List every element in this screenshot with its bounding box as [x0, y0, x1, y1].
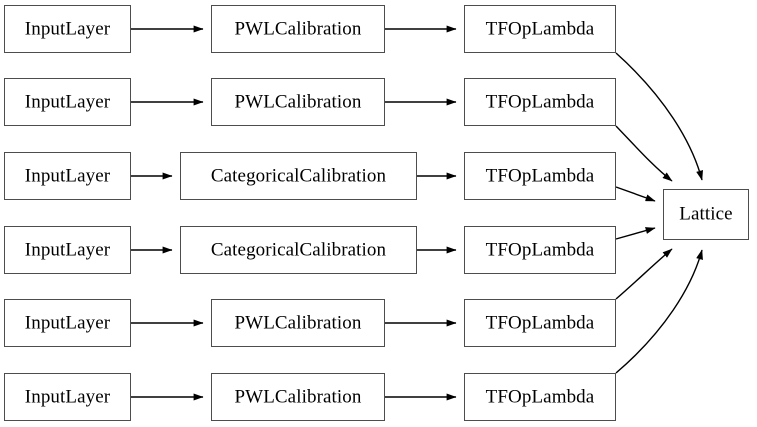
graph-node-label: InputLayer: [24, 239, 111, 260]
graph-node-calib_3[interactable]: CategoricalCalibration: [180, 152, 417, 200]
graph-node-label: CategoricalCalibration: [210, 239, 387, 260]
graph-node-label: InputLayer: [24, 165, 111, 186]
graph-node-calib_4[interactable]: CategoricalCalibration: [180, 226, 417, 274]
graph-node-label: PWLCalibration: [234, 91, 362, 112]
graph-node-label: PWLCalibration: [234, 386, 362, 407]
graph-edge: [615, 125, 673, 182]
graph-node-label: PWLCalibration: [234, 312, 362, 333]
graph-node-label: TFOpLambda: [485, 386, 595, 407]
graph-node-label: TFOpLambda: [485, 239, 595, 260]
graph-node-input_6[interactable]: InputLayer: [4, 373, 131, 421]
graph-node-label: Lattice: [679, 203, 733, 225]
graph-node-label: PWLCalibration: [234, 18, 362, 39]
graph-node-lambda_1[interactable]: TFOpLambda: [464, 5, 616, 53]
graph-edge: [615, 52, 703, 181]
graph-node-calib_5[interactable]: PWLCalibration: [211, 299, 385, 347]
graph-edge: [615, 248, 673, 300]
graph-node-label: InputLayer: [24, 386, 111, 407]
graph-node-input_1[interactable]: InputLayer: [4, 5, 131, 53]
graph-node-label: TFOpLambda: [485, 91, 595, 112]
graph-node-label: InputLayer: [24, 312, 111, 333]
graph-node-calib_6[interactable]: PWLCalibration: [211, 373, 385, 421]
graph-node-input_3[interactable]: InputLayer: [4, 152, 131, 200]
graph-node-label: TFOpLambda: [485, 312, 595, 333]
graph-node-calib_2[interactable]: PWLCalibration: [211, 78, 385, 126]
graph-node-lambda_2[interactable]: TFOpLambda: [464, 78, 616, 126]
graph-node-lattice[interactable]: Lattice: [663, 189, 749, 240]
graph-node-lambda_5[interactable]: TFOpLambda: [464, 299, 616, 347]
graph-node-input_5[interactable]: InputLayer: [4, 299, 131, 347]
graph-edge: [615, 186, 656, 202]
graph-node-label: CategoricalCalibration: [210, 165, 387, 186]
graph-node-label: InputLayer: [24, 18, 111, 39]
graph-edge: [615, 227, 656, 240]
graph-edge: [615, 249, 703, 374]
graph-node-lambda_4[interactable]: TFOpLambda: [464, 226, 616, 274]
graph-node-calib_1[interactable]: PWLCalibration: [211, 5, 385, 53]
graph-node-input_2[interactable]: InputLayer: [4, 78, 131, 126]
graph-node-label: TFOpLambda: [485, 18, 595, 39]
graph-node-input_4[interactable]: InputLayer: [4, 226, 131, 274]
graph-node-label: InputLayer: [24, 91, 111, 112]
graph-node-lambda_3[interactable]: TFOpLambda: [464, 152, 616, 200]
graph-node-lambda_6[interactable]: TFOpLambda: [464, 373, 616, 421]
graph-node-label: TFOpLambda: [485, 165, 595, 186]
